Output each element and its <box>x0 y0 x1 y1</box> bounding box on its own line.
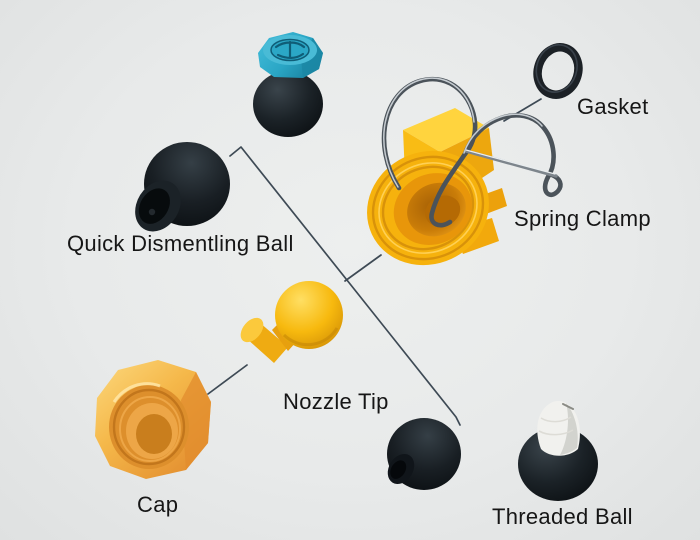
label-spring-clamp: Spring Clamp <box>514 206 651 231</box>
leader-quick-ball-to-ball <box>229 146 461 426</box>
black-ball-part <box>387 418 461 490</box>
label-cap: Cap <box>137 492 179 517</box>
nozzle-tip-part <box>240 281 343 363</box>
label-gasket: Gasket <box>577 94 649 119</box>
gasket-part <box>533 43 583 99</box>
leader-cap-to-nozzle <box>207 364 248 395</box>
spring-clamp-wire <box>381 76 563 228</box>
spring-clamp-body-part <box>367 108 507 266</box>
leader-lines <box>207 98 542 426</box>
leader-nozzle-to-clamp <box>344 254 382 282</box>
quick-dismentling-ball-part <box>135 142 230 232</box>
label-nozzle-tip: Nozzle Tip <box>283 389 389 414</box>
blue-capped-ball-part <box>253 32 323 137</box>
cap-part <box>95 360 211 479</box>
label-quick-dismentling-ball: Quick Dismentling Ball <box>67 231 294 256</box>
label-threaded-ball: Threaded Ball <box>492 504 633 529</box>
threaded-ball-part <box>518 400 598 501</box>
